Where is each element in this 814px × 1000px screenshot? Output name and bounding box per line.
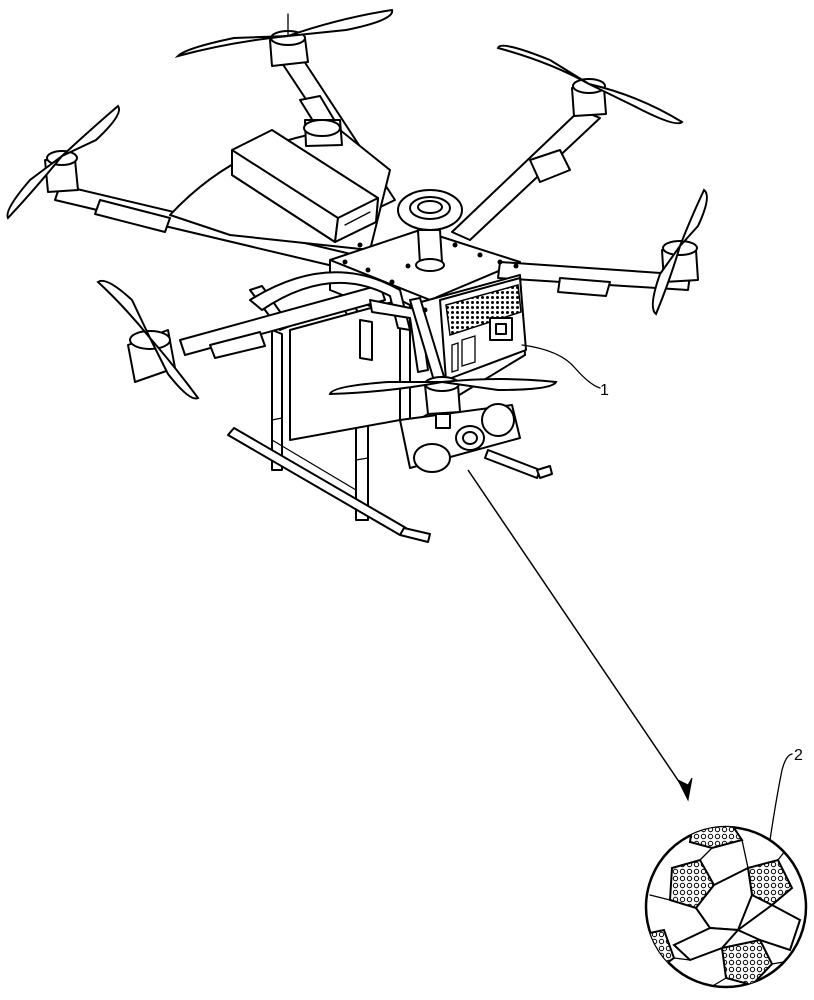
gps-cap (304, 120, 340, 136)
callout-2-leader (770, 754, 792, 840)
trajectory-arrow (468, 470, 692, 800)
callout-label-1: 1 (600, 382, 609, 399)
arm-rear-right (452, 79, 606, 240)
soccer-ball-illustration: 2 (636, 747, 806, 990)
callout-1: 1 (522, 345, 609, 399)
drone-illustration (7, 10, 706, 542)
callout-label-2: 2 (794, 747, 803, 764)
